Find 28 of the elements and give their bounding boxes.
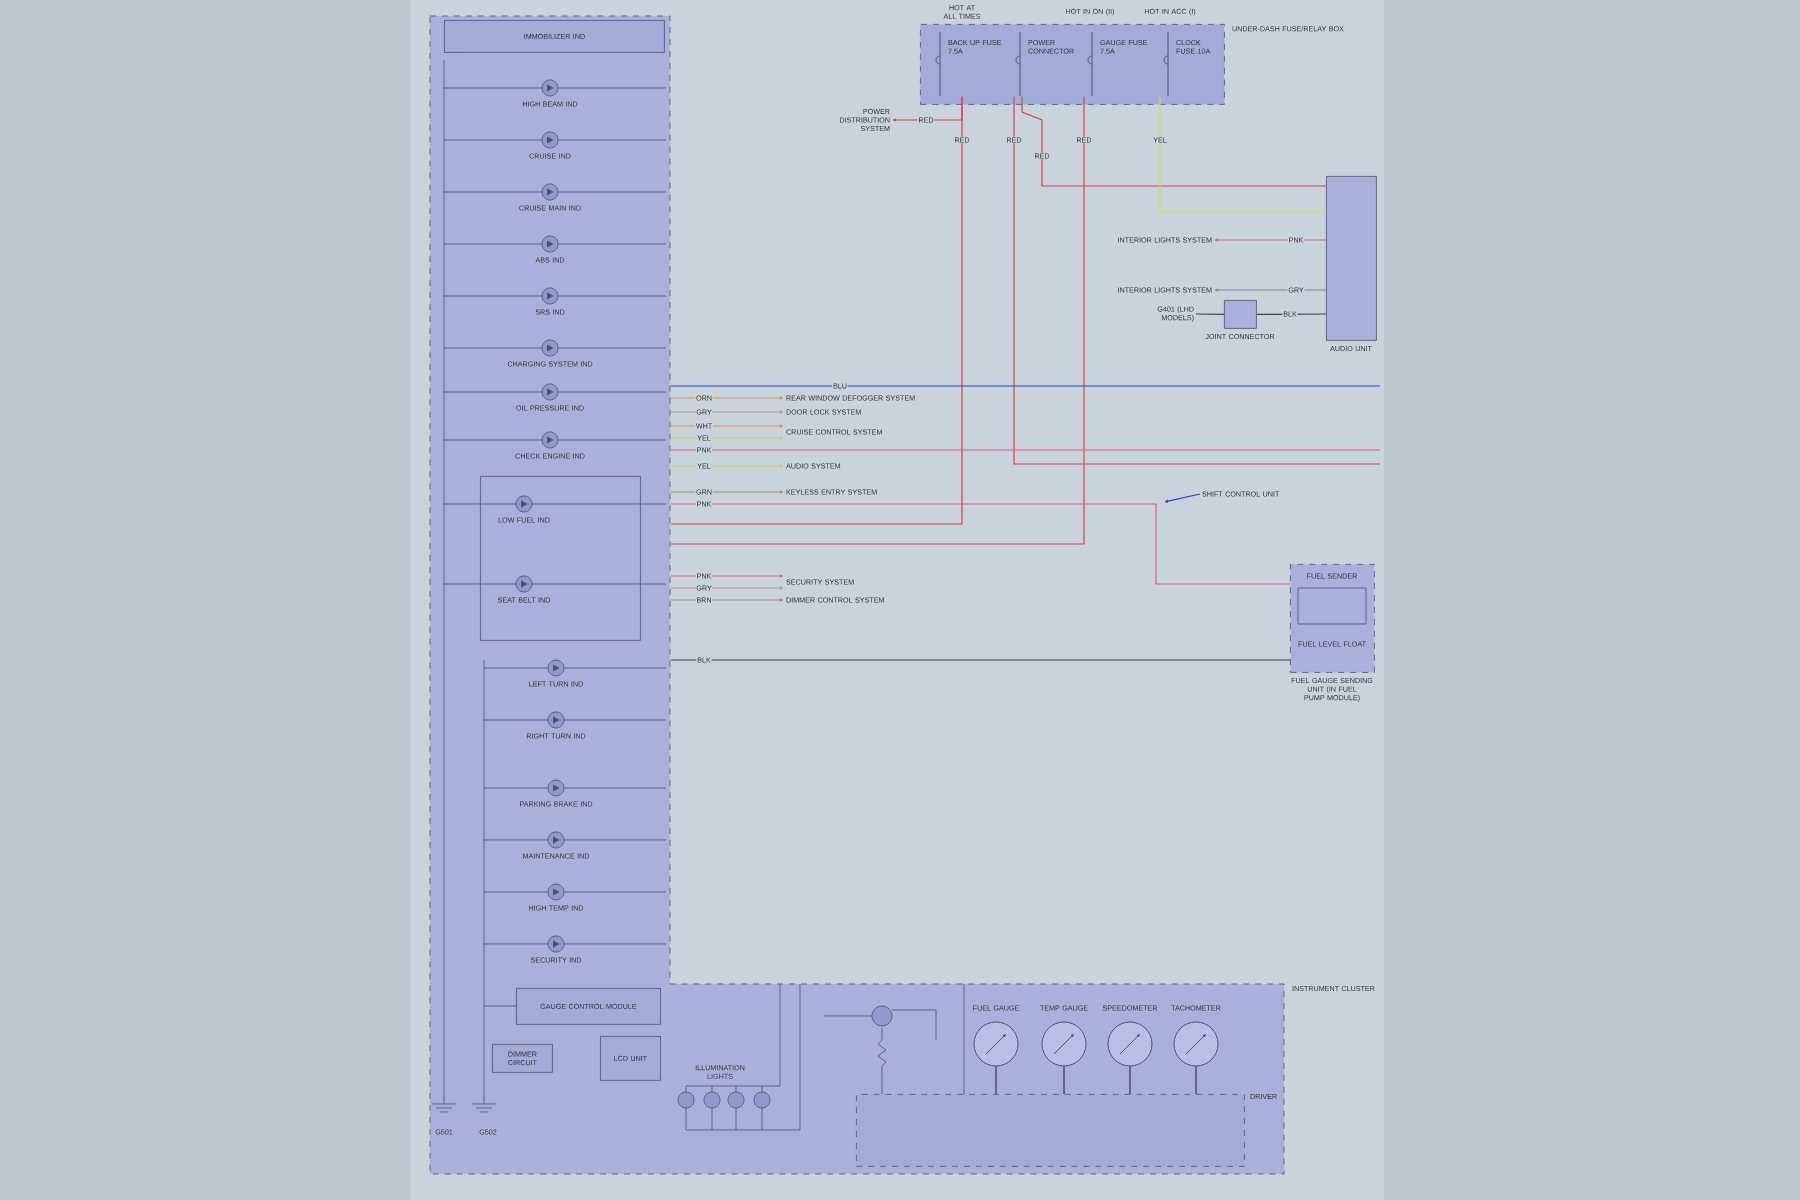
wire bbox=[670, 424, 784, 428]
wire bbox=[1195, 313, 1225, 315]
wire bbox=[1021, 96, 1327, 187]
wire bbox=[1159, 96, 1327, 213]
group-box bbox=[480, 476, 641, 641]
wire bbox=[670, 396, 784, 400]
wire bbox=[670, 574, 784, 578]
wire bbox=[1256, 313, 1327, 315]
wire bbox=[670, 586, 784, 590]
wire bbox=[670, 464, 784, 468]
wire bbox=[670, 490, 784, 494]
leader-arrow bbox=[1164, 493, 1201, 503]
wire bbox=[670, 410, 784, 414]
wire bbox=[1214, 238, 1327, 242]
wire bbox=[670, 96, 963, 525]
wire bbox=[670, 385, 1381, 387]
wire bbox=[1195, 1065, 1197, 1095]
wire bbox=[1013, 96, 1381, 465]
wire bbox=[1214, 288, 1327, 292]
wire bbox=[670, 449, 1381, 451]
wire bbox=[670, 96, 1085, 545]
wire bbox=[670, 503, 1291, 585]
wire bbox=[1129, 1065, 1131, 1095]
wire bbox=[670, 436, 784, 440]
wire bbox=[1063, 1065, 1065, 1095]
wire bbox=[670, 659, 1291, 661]
wire bbox=[670, 598, 784, 602]
wire bbox=[995, 1065, 997, 1095]
